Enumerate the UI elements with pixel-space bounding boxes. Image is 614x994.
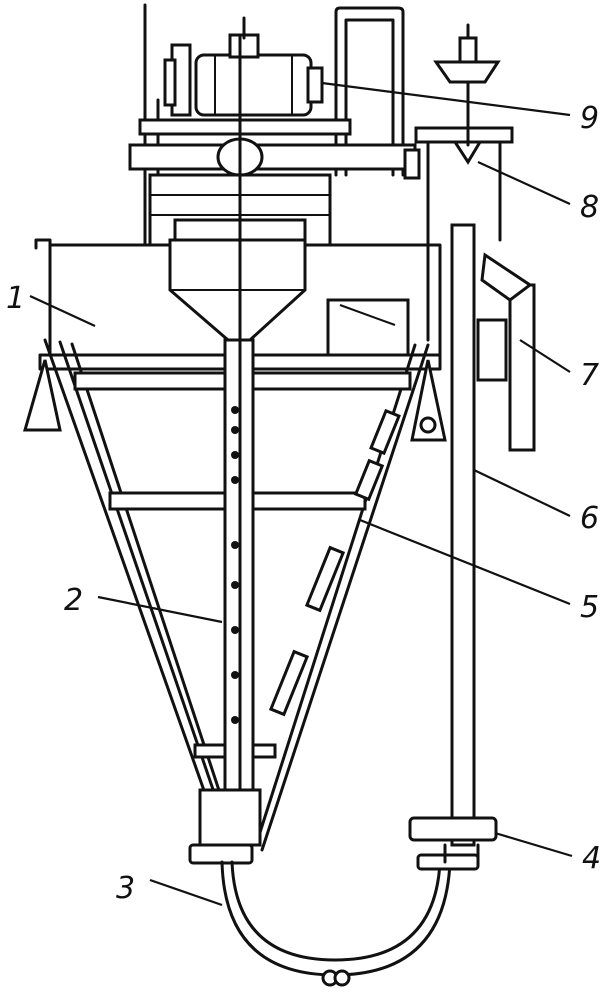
motor [194, 53, 313, 117]
scraper-blades [268, 408, 401, 717]
callout-4: 4 [582, 841, 601, 876]
callout-8: 8 [580, 190, 599, 225]
separator-head [414, 23, 536, 452]
callout-9: 9 [580, 101, 599, 136]
agitator-shaft [223, 33, 255, 792]
callout-1: 1 [6, 281, 25, 316]
callout-5: 5 [580, 590, 599, 625]
callout-6: 6 [580, 501, 599, 536]
leader-lines [29, 81, 573, 907]
bottom-flange [188, 843, 254, 865]
pipe-flange [408, 816, 498, 842]
drive-assembly [128, 3, 421, 252]
callout-7: 7 [580, 358, 599, 393]
callout-3: 3 [116, 871, 135, 906]
riser-pipe [408, 223, 498, 871]
outlet-chute [508, 283, 536, 452]
u-bend-pipe [220, 860, 452, 987]
callout-2: 2 [64, 583, 83, 618]
